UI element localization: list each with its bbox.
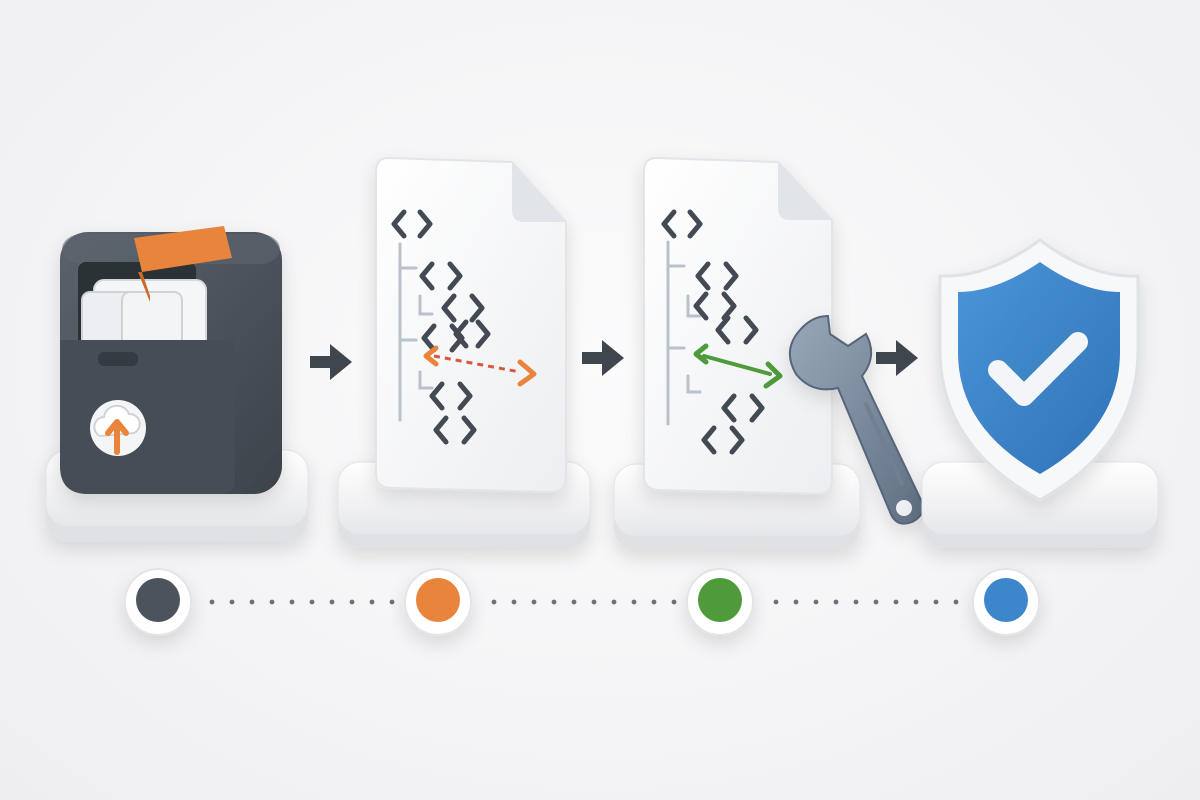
timeline-dotted-line [209, 599, 959, 605]
timeline-dot-3 [686, 568, 754, 636]
code-document-wrench-icon [643, 156, 924, 525]
timeline-dot-4 [972, 568, 1040, 636]
arrow-right-icon [582, 340, 624, 376]
step-repair [613, 156, 924, 550]
timeline-dot-2 [404, 568, 472, 636]
arrow-right-icon [876, 340, 918, 376]
wrench-icon [789, 314, 924, 525]
archive-box-cloud-upload-icon [60, 226, 282, 494]
cloud-upload-icon [90, 400, 146, 456]
fixed-arrow-icon [693, 343, 783, 389]
arrow-right-icon [310, 344, 352, 380]
code-chevrons [661, 209, 765, 455]
timeline [124, 568, 1040, 636]
dashed-arrow-icon [423, 345, 537, 387]
code-document-dashed-arrow-icon [375, 156, 567, 494]
code-chevrons [391, 209, 491, 445]
step-verified [921, 238, 1159, 548]
step-archive-upload [45, 226, 309, 542]
timeline-dot-1 [124, 568, 192, 636]
shield-checkmark-icon [938, 238, 1140, 502]
step-detect-mismatch [337, 156, 591, 548]
